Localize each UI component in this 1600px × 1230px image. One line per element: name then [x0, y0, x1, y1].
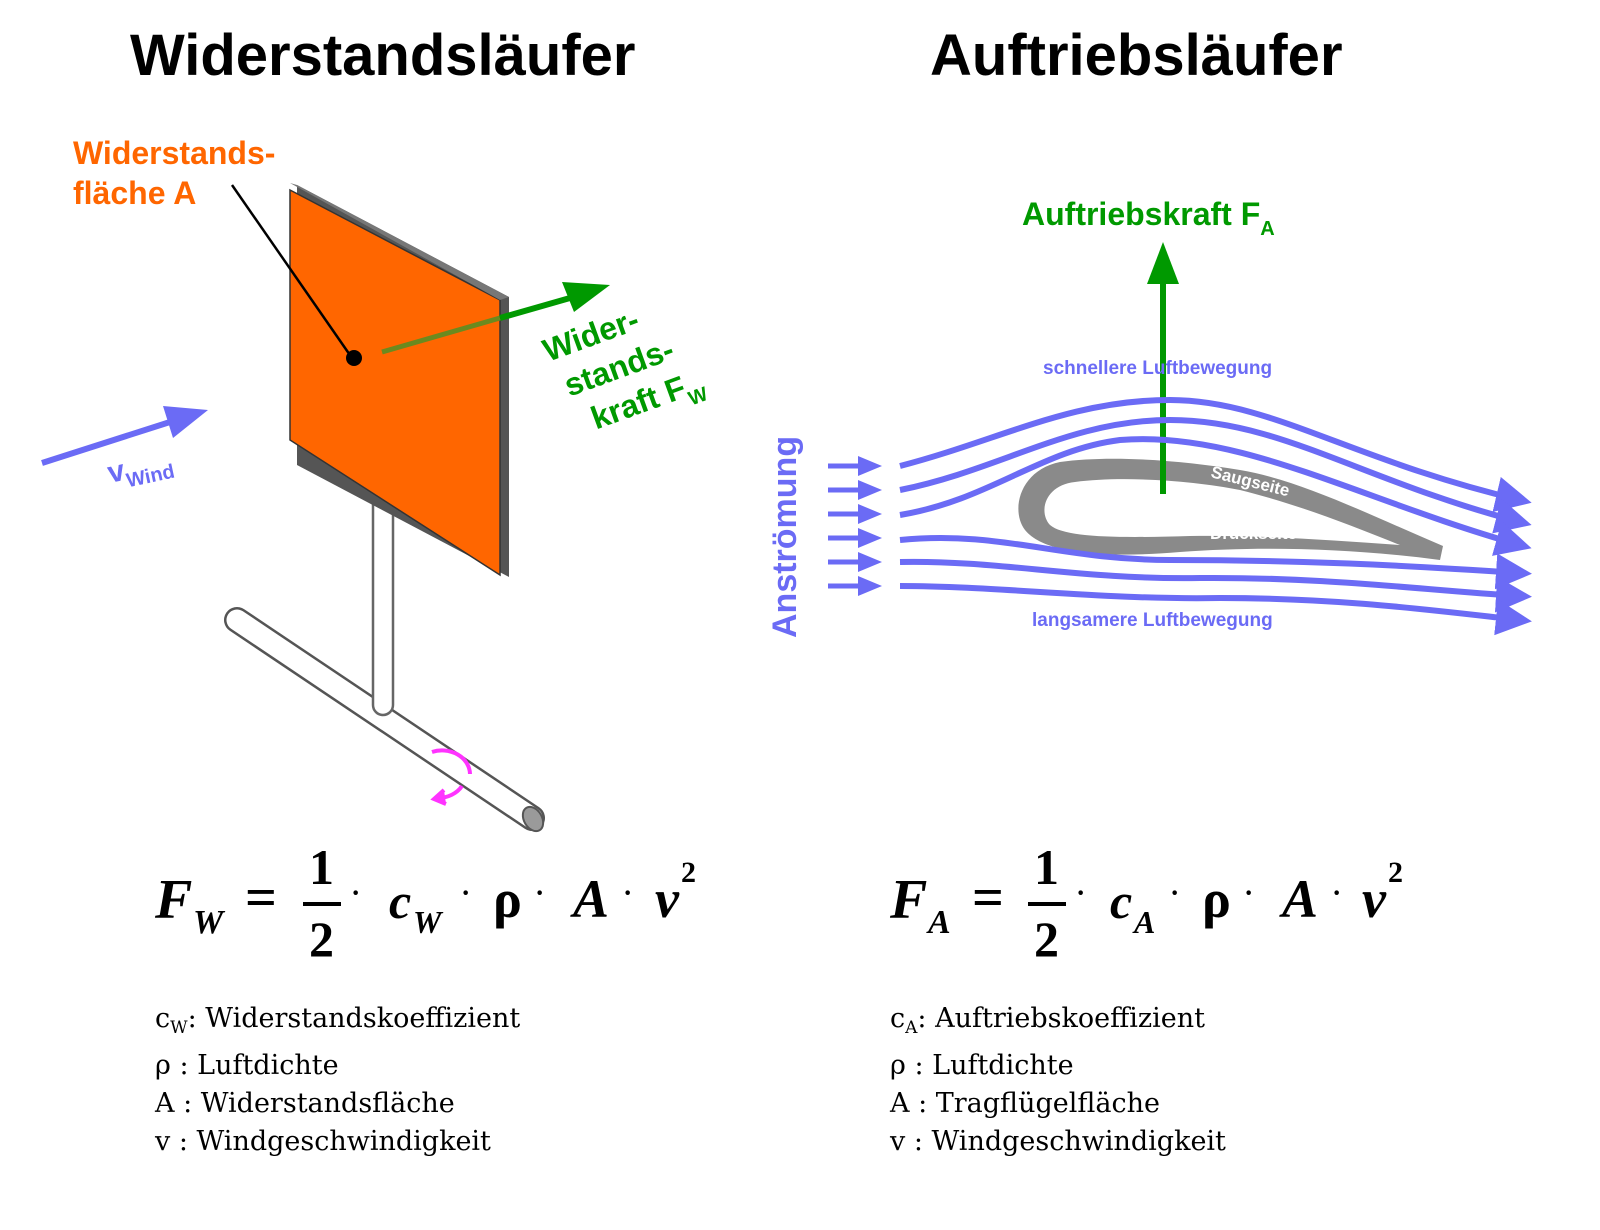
title-lift-rotor: Auftriebsläufer: [930, 23, 1343, 88]
legend-item: cA: Auftriebskoeffizient: [890, 1003, 1205, 1038]
lower-flow-label: langsamere Luftbewegung: [1032, 610, 1273, 631]
streamlines: [899, 396, 1532, 636]
upper-flow-label: schnellere Luftbewegung: [1043, 358, 1273, 379]
inflow-label: Anströmung: [766, 436, 804, 638]
drag-plate: [289, 183, 509, 577]
drag-legend: cW: Widerstandskoeffizient ρ : Luftdicht…: [155, 1000, 520, 1161]
legend-item: cW: Widerstandskoeffizient: [155, 1003, 521, 1038]
drag-formula: F W = 1 2 · c W · ρ · A · v 2: [155, 839, 696, 967]
legend-item: ρ : Luftdichte: [155, 1050, 339, 1081]
wind-label: vWind: [105, 444, 177, 496]
wind-arrow: [41, 406, 208, 466]
lift-force-label: Auftriebskraft FA: [1022, 196, 1275, 240]
rotor-shaft: [224, 607, 545, 833]
airfoil: [1018, 458, 1443, 560]
lift-legend: cA: Auftriebskoeffizient ρ : Luftdichte …: [890, 1000, 1226, 1161]
legend-item: A : Widerstandsfläche: [155, 1088, 455, 1119]
drag-force-label: Wider- stands- kraft FW: [538, 301, 711, 436]
suction-side-label: Saugseite: [1209, 462, 1292, 500]
pressure-side-label: Druckseite: [1210, 524, 1297, 543]
legend-item: v : Windgeschwindigkeit: [155, 1126, 491, 1157]
legend-item: A : Tragflügelfläche: [890, 1088, 1160, 1119]
surface-leader-line: [230, 184, 354, 359]
svg-text:vWind: vWind: [105, 444, 177, 496]
legend-item: v : Windgeschwindigkeit: [890, 1126, 1226, 1157]
legend-item: ρ : Luftdichte: [890, 1050, 1074, 1081]
lift-formula: F A = 1 2 · c A · ρ · A · v 2: [890, 839, 1403, 967]
surface-label: Widerstands- fläche A: [73, 135, 276, 211]
inflow-arrows: [828, 456, 882, 596]
title-drag-rotor: Widerstandsläufer: [130, 23, 636, 88]
plate-center-dot: [346, 350, 362, 366]
rotation-arrow-icon: [430, 748, 472, 806]
drag-force-arrow: [381, 282, 610, 355]
